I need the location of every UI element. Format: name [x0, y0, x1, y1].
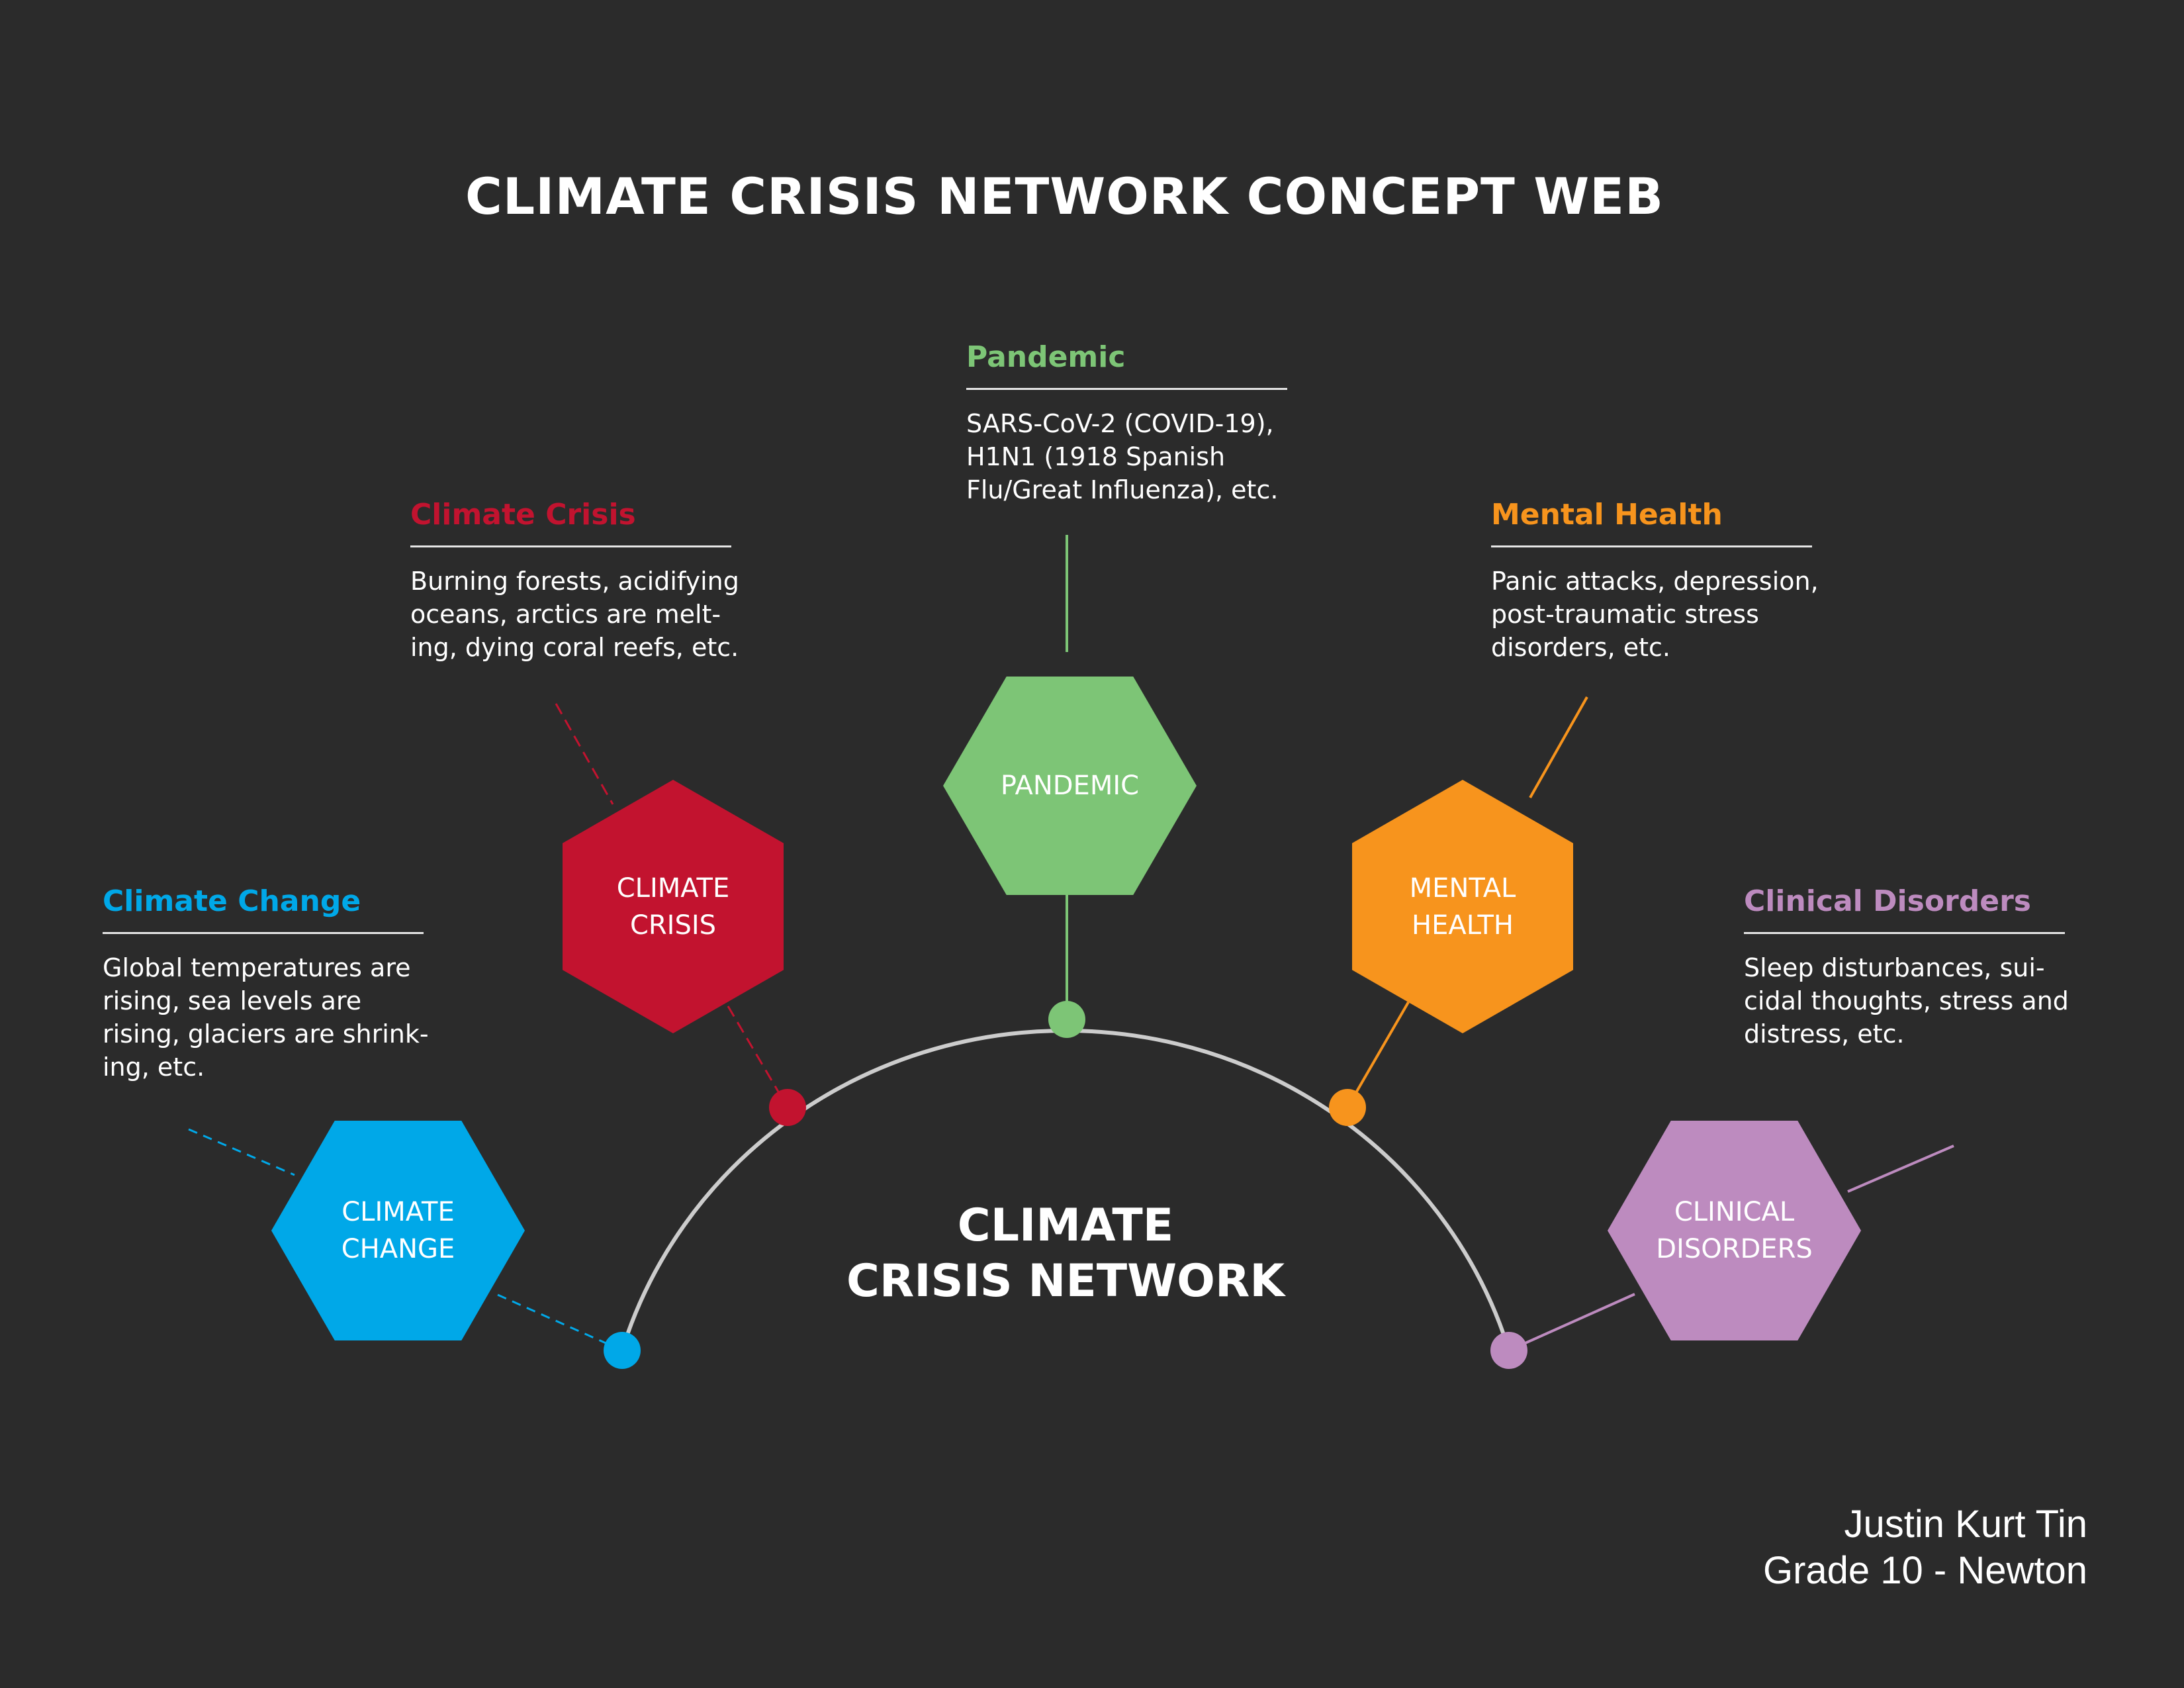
climate-crisis-label: Climate Crisis Burning forests, acidifyi… — [410, 496, 754, 664]
climate-change-hex-line-1: CLIMATE — [341, 1197, 455, 1227]
clinical-disorders-description: Sleep disturbances, sui- cidal thoughts,… — [1744, 953, 2069, 1049]
climate-change-divider — [103, 932, 424, 934]
mental-health-hex-line-1: MENTAL — [1409, 872, 1516, 904]
mental-health-label: Mental Health Panic attacks, depression,… — [1491, 496, 1835, 664]
center-label-line-2: CRISIS NETWORK — [846, 1255, 1285, 1307]
mental-health-heading: Mental Health — [1491, 498, 1723, 532]
clinical-disorders-connector-outer — [1847, 1145, 1954, 1193]
climate-change-label: Climate Change Global temperatures are r… — [103, 883, 447, 1084]
clinical-disorders-hex-line-1: CLINICAL — [1674, 1197, 1795, 1227]
mental-health-node-dot — [1329, 1089, 1366, 1126]
pandemic-divider — [966, 388, 1287, 390]
author-class: Grade 10 - Newton — [1762, 1549, 2087, 1592]
mental-health-hexagon: MENTAL HEALTH — [1352, 780, 1573, 1033]
climate-crisis-node-dot — [769, 1089, 806, 1126]
center-label-line-1: CLIMATE — [957, 1199, 1174, 1252]
pandemic-node-dot — [1048, 1001, 1085, 1038]
mental-health-connector-inner — [1346, 1001, 1410, 1109]
climate-crisis-heading: Climate Crisis — [410, 498, 636, 532]
climate-crisis-description: Burning forests, acidifying oceans, arct… — [410, 567, 739, 662]
climate-change-connector-outer — [188, 1128, 295, 1176]
center-label: CLIMATE CRISIS NETWORK — [827, 1198, 1304, 1309]
climate-change-hexagon: CLIMATE CHANGE — [271, 1121, 525, 1340]
clinical-disorders-connector-inner — [1508, 1293, 1635, 1352]
author-name: Justin Kurt Tin — [1844, 1503, 2087, 1546]
page-title: CLIMATE CRISIS NETWORK CONCEPT WEB — [465, 167, 1664, 226]
pandemic-hexagon: PANDEMIC — [943, 677, 1197, 895]
pandemic-hex-line-1: PANDEMIC — [1000, 771, 1140, 801]
climate-crisis-hexagon: CLIMATE CRISIS — [563, 780, 784, 1033]
clinical-disorders-divider — [1744, 932, 2065, 934]
climate-crisis-hex-line-1: CLIMATE — [616, 872, 730, 904]
clinical-disorders-hex-line-2: DISORDERS — [1656, 1234, 1813, 1264]
mental-health-connector-outer — [1529, 696, 1588, 798]
pandemic-description: SARS-CoV-2 (COVID-19), H1N1 (1918 Spanis… — [966, 409, 1279, 504]
climate-change-heading: Climate Change — [103, 884, 361, 918]
clinical-disorders-node-dot — [1490, 1332, 1527, 1369]
author-credit: Justin Kurt Tin Grade 10 - Newton — [1763, 1501, 2087, 1594]
climate-crisis-divider — [410, 545, 731, 547]
climate-change-description: Global temperatures are rising, sea leve… — [103, 953, 429, 1082]
climate-crisis-connector-outer — [555, 703, 614, 805]
pandemic-heading: Pandemic — [966, 340, 1126, 374]
clinical-disorders-label: Clinical Disorders Sleep disturbances, s… — [1744, 883, 2088, 1051]
mental-health-description: Panic attacks, depression, post-traumati… — [1491, 567, 1819, 662]
pandemic-label: Pandemic SARS-CoV-2 (COVID-19), H1N1 (19… — [966, 339, 1310, 506]
climate-change-connector-inner — [497, 1293, 623, 1352]
climate-crisis-connector-inner — [727, 1006, 789, 1108]
climate-change-hex-line-2: CHANGE — [341, 1234, 455, 1264]
mental-health-hex-line-2: HEALTH — [1411, 910, 1514, 941]
climate-change-node-dot — [604, 1332, 641, 1369]
mental-health-divider — [1491, 545, 1812, 547]
climate-crisis-hex-line-2: CRISIS — [629, 910, 717, 941]
clinical-disorders-heading: Clinical Disorders — [1744, 884, 2031, 918]
